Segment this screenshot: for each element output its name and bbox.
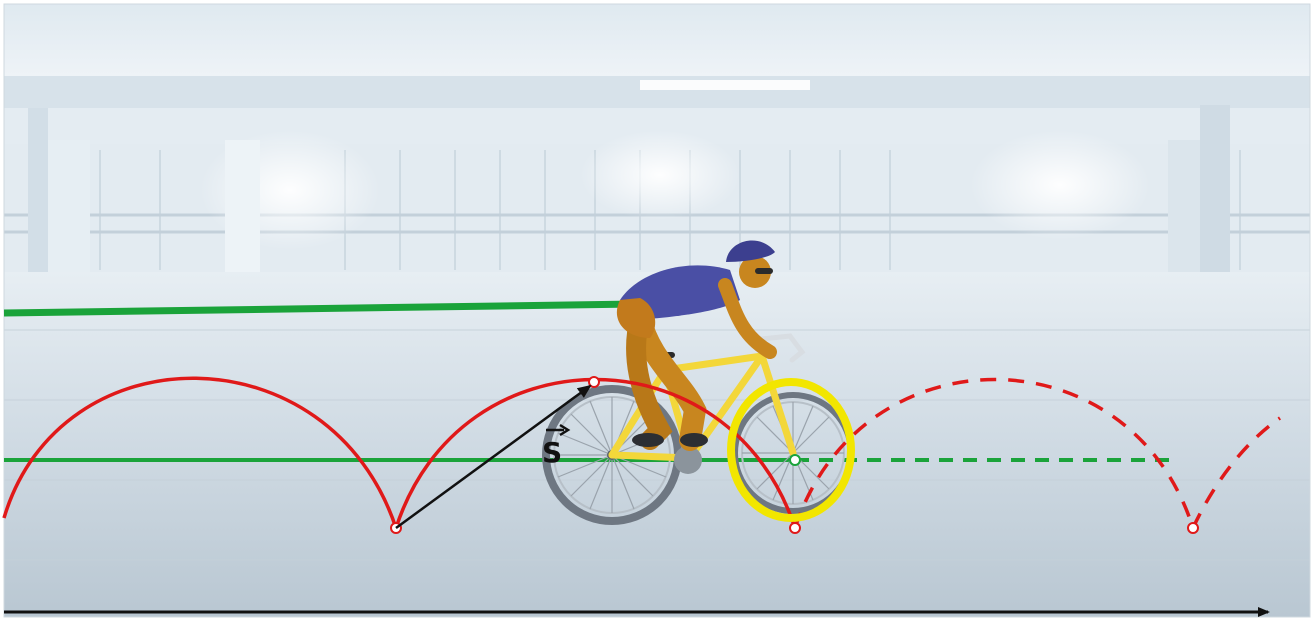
- cusp-point-2: [789, 522, 801, 534]
- trajectory-points: [390, 376, 1199, 534]
- apex-point: [588, 376, 600, 388]
- ceiling: [4, 4, 1310, 76]
- displacement-label-text: S: [542, 436, 562, 469]
- cusp-point-3: [1187, 522, 1199, 534]
- cycloid-arch-3-dashed: [793, 377, 1195, 529]
- background-garage: [3, 3, 1311, 618]
- front-wheel-highlight: [727, 378, 855, 522]
- upper-green-line: [3, 300, 641, 317]
- displacement-label: S: [542, 423, 571, 469]
- cycloid-arch-1: [2, 376, 398, 529]
- axle-point: [789, 454, 801, 466]
- displacement-vector: [395, 384, 592, 530]
